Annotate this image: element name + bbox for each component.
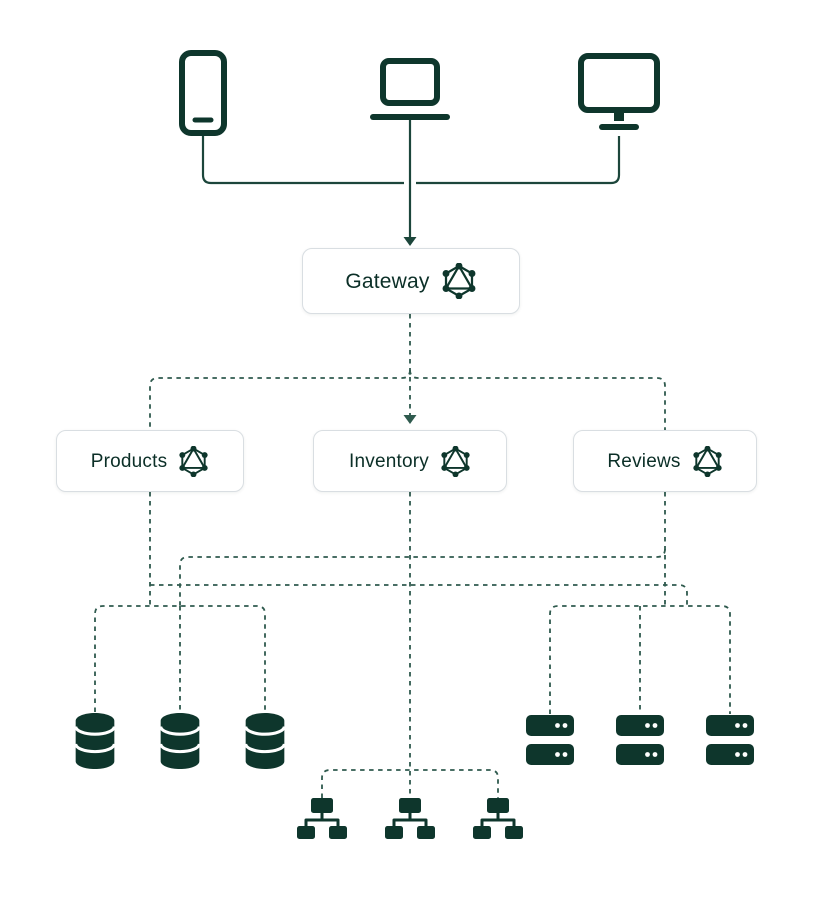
network-tree-icon bbox=[294, 798, 350, 848]
reviews-service-label: Reviews bbox=[607, 450, 681, 472]
reviews-service-node: Reviews bbox=[573, 430, 757, 492]
database-icon bbox=[241, 712, 289, 770]
network-tree-icon bbox=[470, 798, 526, 848]
graphql-logo-icon bbox=[692, 446, 723, 477]
graphql-logo-icon bbox=[441, 263, 477, 299]
gateway-node: Gateway bbox=[302, 248, 520, 314]
server-icon bbox=[526, 714, 574, 766]
products-service-node: Products bbox=[56, 430, 244, 492]
database-icon bbox=[156, 712, 204, 770]
server-icon bbox=[706, 714, 754, 766]
database-icon bbox=[71, 712, 119, 770]
products-service-label: Products bbox=[90, 450, 168, 472]
service-datasource-links bbox=[94, 492, 731, 798]
graphql-logo-icon bbox=[440, 446, 471, 477]
tablet-icon bbox=[173, 48, 233, 138]
inventory-service-node: Inventory bbox=[313, 430, 507, 492]
client-gateway-links bbox=[201, 120, 621, 246]
laptop-icon bbox=[368, 58, 452, 124]
gateway-service-links bbox=[149, 314, 666, 430]
graphql-logo-icon bbox=[178, 446, 209, 477]
down-arrow-icon bbox=[403, 415, 417, 424]
inventory-service-label: Inventory bbox=[349, 450, 429, 472]
gateway-label: Gateway bbox=[345, 269, 430, 293]
desktop-icon bbox=[577, 53, 661, 139]
server-icon bbox=[616, 714, 664, 766]
down-arrow-icon bbox=[403, 237, 417, 246]
network-tree-icon bbox=[382, 798, 438, 848]
